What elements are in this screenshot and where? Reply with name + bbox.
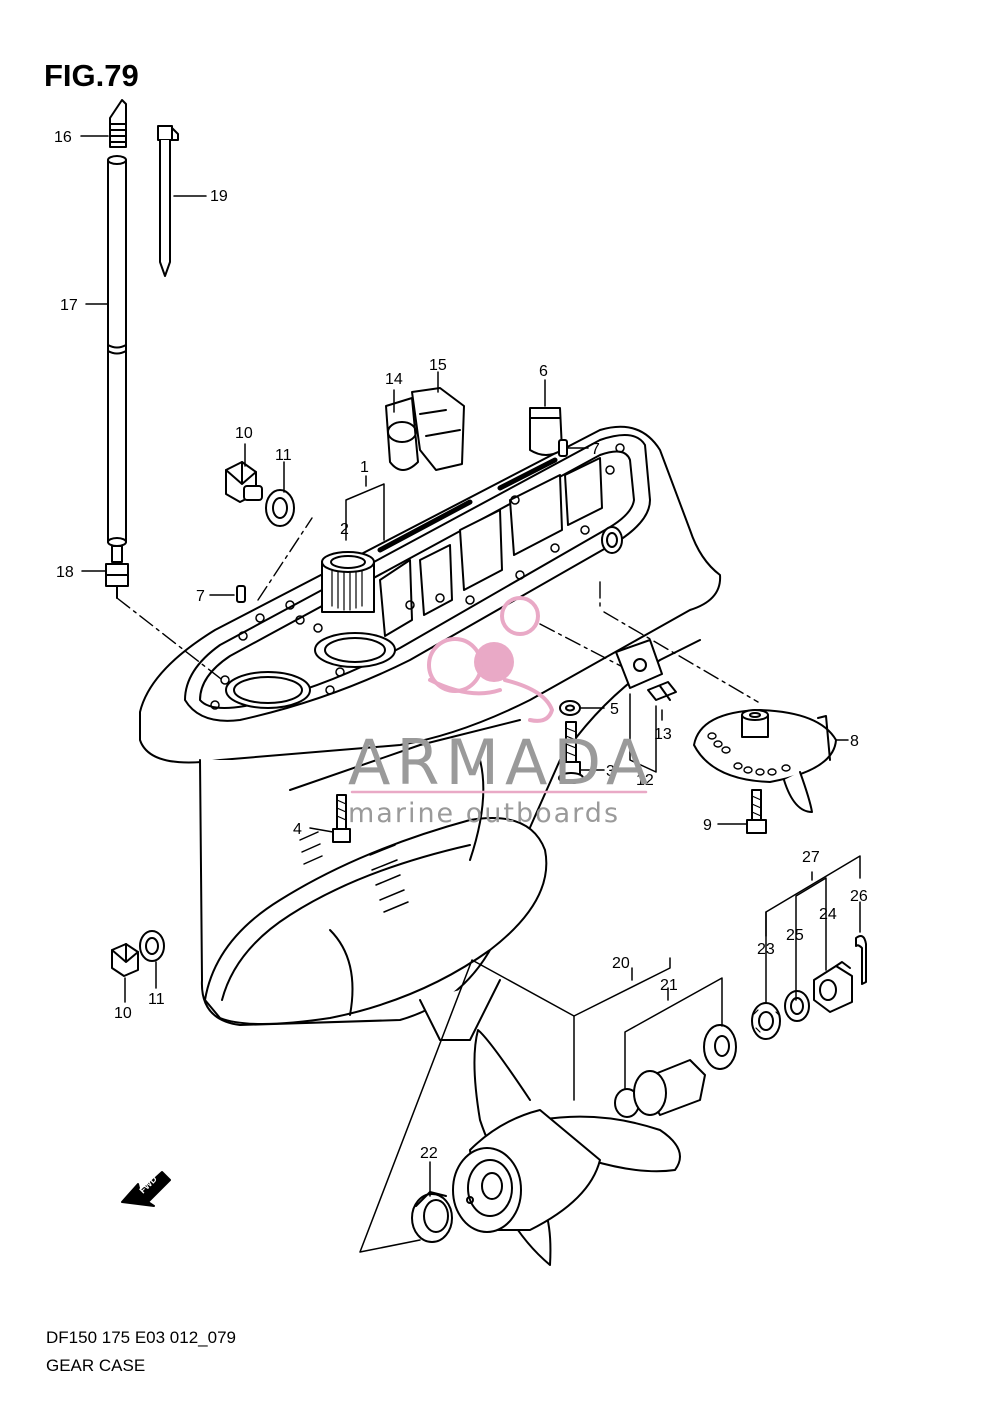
figure-code: DF150 175 E03 012_079 [46, 1328, 236, 1347]
part-25-washer [784, 990, 810, 1022]
figure-title: FIG.79 [44, 58, 139, 93]
gear-case-housing [139, 425, 722, 1041]
callout-7-left: 7 [196, 588, 205, 605]
watermark-logo-arc-right [503, 678, 554, 723]
callout-26: 26 [850, 888, 868, 905]
callout-4: 4 [293, 821, 302, 838]
part-6-anode [529, 407, 563, 456]
callout-5: 5 [610, 701, 619, 718]
part-22-thrust-washer [411, 1191, 453, 1243]
callout-23: 23 [757, 941, 775, 958]
callout-24: 24 [819, 906, 837, 923]
part-18-connector [105, 545, 129, 599]
part-12-anode-block [615, 639, 663, 689]
watermark-logo-disc [474, 642, 514, 682]
part-24-nut [813, 961, 853, 1013]
propeller-assembly [452, 1029, 681, 1266]
callout-21: 21 [660, 977, 678, 994]
armada-watermark: ARMADA marine outboards [348, 596, 654, 829]
forward-direction-arrow: FWD [121, 1171, 171, 1207]
part-8-trim-tab [693, 709, 837, 813]
callout-10-upper: 10 [235, 425, 253, 442]
part-21-bush [614, 1024, 737, 1118]
callout-1: 1 [360, 459, 369, 476]
callout-10-lower: 10 [114, 1005, 132, 1022]
part-16-nipple [109, 99, 127, 148]
part-9-bolt [746, 789, 767, 834]
callout-numbers: 16 17 18 19 10 11 1 2 14 15 6 7 7 5 3 4 … [54, 129, 868, 1162]
callout-18: 18 [56, 564, 74, 581]
part-7-dowel-left [236, 585, 246, 603]
part-4-bolt [332, 794, 351, 843]
callout-20: 20 [612, 955, 630, 972]
part-10-plug-upper [225, 461, 263, 503]
callout-16: 16 [54, 129, 72, 146]
watermark-tagline: marine outboards [348, 798, 620, 829]
callout-25: 25 [786, 927, 804, 944]
part-3-bolt [558, 721, 584, 784]
callout-27: 27 [802, 849, 820, 866]
part-14-seal [385, 397, 419, 471]
watermark-logo-underline [428, 678, 502, 696]
callout-3: 3 [606, 763, 615, 780]
part-5-washer [559, 700, 581, 716]
part-15-bracket [411, 387, 465, 471]
callout-6: 6 [539, 363, 548, 380]
part-11-gasket-upper [265, 489, 295, 527]
callout-9: 9 [703, 817, 712, 834]
callout-17: 17 [60, 297, 78, 314]
callout-11-lower: 11 [148, 991, 165, 1008]
callout-2: 2 [340, 521, 349, 538]
part-10-plug-lower [111, 943, 139, 977]
part-17-water-pipe [107, 155, 127, 547]
callout-12: 12 [636, 772, 654, 789]
callout-leader-lines [80, 135, 861, 1253]
callout-11-upper: 11 [275, 447, 292, 464]
part-13-bolt [647, 681, 677, 701]
callout-14: 14 [385, 371, 403, 388]
part-19-tie-band [157, 125, 179, 277]
callout-13: 13 [654, 726, 672, 743]
part-26-cotter-pin [855, 935, 867, 985]
part-11-gasket-lower [139, 930, 165, 962]
figure-name: GEAR CASE [46, 1356, 146, 1375]
callout-22: 22 [420, 1145, 438, 1162]
callout-19: 19 [210, 188, 228, 205]
watermark-logo-ring [500, 596, 540, 636]
watermark-brand: ARMADA [348, 726, 654, 799]
callout-8: 8 [850, 733, 859, 750]
callout-15: 15 [429, 357, 447, 374]
callout-7-right: 7 [591, 441, 600, 458]
part-23-spacer [751, 1002, 781, 1040]
part-7-dowel-right [558, 439, 568, 457]
